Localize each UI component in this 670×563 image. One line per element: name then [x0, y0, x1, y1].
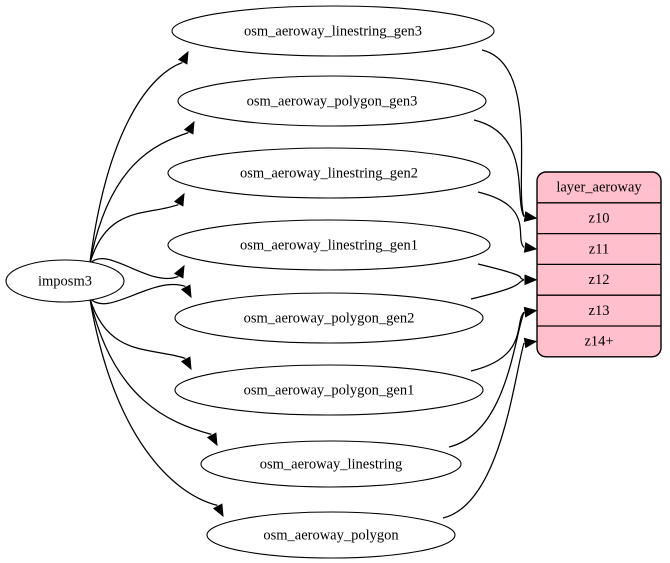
node-osm_aeroway_linestring[interactable]	[200, 440, 462, 488]
node-osm_aeroway_polygon[interactable]	[206, 511, 456, 559]
node-group: osm_aeroway_linestring_gen3 osm_aeroway_p…	[167, 5, 495, 559]
node-label-osm_aeroway_linestring_gen2: osm_aeroway_linestring_gen2	[240, 165, 418, 181]
layer-table-row-z12: z12	[589, 272, 610, 288]
layer-table-group: layer_aeroway z10 z11 z12 z13 z14+	[536, 171, 662, 358]
layer-table-row-z14+: z14+	[584, 334, 613, 350]
edge-group-source-to-tables	[89, 50, 224, 518]
edge-arrowhead	[177, 50, 189, 65]
edge-imposm3-to-n2	[89, 132, 189, 264]
edge-imposm3-to-n5	[89, 284, 186, 305]
edge-n6-to-layer-row	[470, 311, 525, 372]
edge-n3-to-layer-row	[477, 191, 525, 248]
node-label-osm_aeroway_linestring_gen3: osm_aeroway_linestring_gen3	[244, 23, 422, 39]
node-label-osm_aeroway_linestring: osm_aeroway_linestring	[260, 456, 403, 472]
node-osm_aeroway_polygon_gen1[interactable]	[174, 364, 484, 416]
layer-table-row-z10: z10	[589, 211, 610, 227]
edge-imposm3-to-n3	[89, 204, 179, 264]
node-osm_aeroway_polygon_gen2[interactable]	[174, 292, 484, 344]
edge-arrowhead	[180, 356, 192, 371]
edge-imposm3-to-n1	[89, 62, 183, 264]
node-label-imposm3: imposm3	[38, 273, 92, 289]
edge-arrowhead	[180, 284, 192, 299]
node-label-osm_aeroway_polygon_gen3: osm_aeroway_polygon_gen3	[247, 93, 418, 109]
edge-arrowhead	[523, 337, 538, 349]
node-label-osm_aeroway_polygon_gen1: osm_aeroway_polygon_gen1	[244, 382, 415, 398]
node-label-osm_aeroway_linestring_gen1: osm_aeroway_linestring_gen1	[240, 237, 418, 253]
edge-imposm3-to-n4	[89, 257, 179, 280]
node-osm_aeroway_linestring_gen3[interactable]	[171, 5, 495, 57]
source-node-group: imposm3	[5, 259, 125, 303]
edge-n2-to-layer-row	[473, 119, 525, 217]
edge-n5-to-layer-row	[470, 279, 525, 300]
node-label-osm_aeroway_polygon: osm_aeroway_polygon	[263, 527, 399, 543]
node-osm_aeroway_polygon_gen3[interactable]	[177, 75, 487, 127]
node-label-osm_aeroway_polygon_gen2: osm_aeroway_polygon_gen2	[244, 310, 415, 326]
edge-arrowhead	[523, 211, 538, 222]
layer-table-row-z11: z11	[589, 241, 609, 257]
edge-n1-to-layer-row	[481, 49, 525, 217]
layer-table-row-z13: z13	[589, 303, 610, 319]
edge-arrowhead	[524, 274, 538, 286]
edge-imposm3-to-n7	[89, 298, 212, 436]
layer-table-header: layer_aeroway	[556, 180, 642, 196]
edge-n7-to-layer-row	[448, 311, 525, 448]
edge-imposm3-to-n6	[89, 298, 186, 359]
edge-arrowhead	[173, 192, 185, 207]
edge-arrowhead	[206, 432, 218, 447]
edge-group-tables-to-layer	[442, 49, 538, 519]
edge-n4-to-layer-row	[477, 263, 525, 281]
edge-arrowhead	[212, 503, 224, 518]
edge-arrowhead	[523, 242, 538, 253]
edge-arrowhead	[523, 306, 538, 318]
edge-arrowhead	[173, 264, 185, 279]
node-imposm3[interactable]	[5, 259, 125, 303]
edge-n8-to-layer-row	[442, 342, 525, 519]
edge-arrowhead	[183, 120, 195, 135]
node-osm_aeroway_linestring_gen1[interactable]	[167, 219, 491, 271]
node-osm_aeroway_linestring_gen2[interactable]	[167, 147, 491, 199]
edge-imposm3-to-n8	[89, 298, 218, 507]
